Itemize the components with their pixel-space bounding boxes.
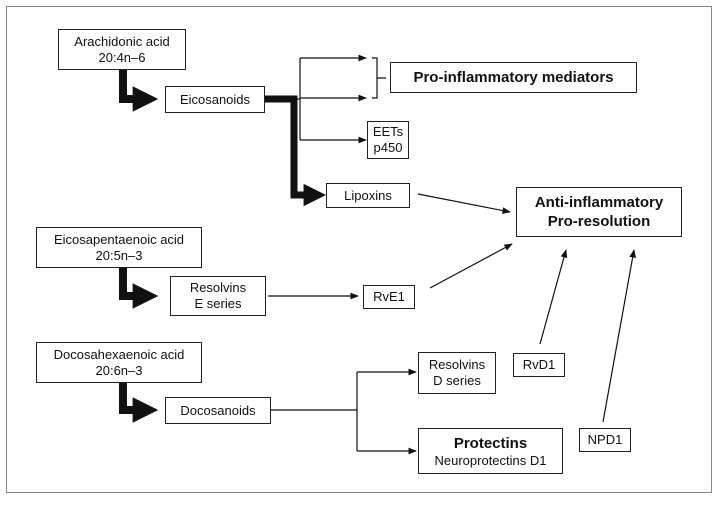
- arachidonic-acid-box: Arachidonic acid 20:4n–6: [58, 29, 186, 70]
- docosahexaenoic-acid-name: Docosahexaenoic acid: [53, 346, 185, 362]
- docosanoids-label: Docosanoids: [180, 402, 256, 418]
- protectins-label: Protectins: [453, 434, 528, 452]
- pro-inflammatory-box: Pro-inflammatory mediators: [390, 62, 637, 93]
- protectins-box: Protectins Neuroprotectins D1: [418, 428, 563, 474]
- resolvins-e-box: Resolvins E series: [170, 276, 266, 316]
- rvd1-box: RvD1: [513, 353, 565, 377]
- arrow-docosahexaenoic-to-docosanoids: [119, 383, 159, 423]
- eicosanoids-label: Eicosanoids: [179, 91, 251, 107]
- rve1-label: RvE1: [373, 289, 405, 304]
- eicosapentaenoic-acid-name: Eicosapentaenoic acid: [53, 231, 185, 247]
- eicosapentaenoic-acid-box: Eicosapentaenoic acid 20:5n–3: [36, 227, 202, 268]
- arrow-rve1-to-anti: [429, 243, 513, 289]
- diagram-frame: [6, 6, 712, 493]
- eicosapentaenoic-acid-formula: 20:5n–3: [95, 247, 143, 263]
- docosanoids-box: Docosanoids: [165, 397, 271, 424]
- npd1-box: NPD1: [579, 428, 631, 452]
- arrow-npd1-to-anti: [602, 249, 636, 423]
- npd1-label: NPD1: [587, 432, 623, 447]
- eicosanoids-box: Eicosanoids: [165, 86, 265, 113]
- lipoxins-box: Lipoxins: [326, 183, 410, 208]
- arachidonic-acid-formula: 20:4n–6: [98, 49, 146, 65]
- resolvins-e-series: E series: [194, 296, 242, 311]
- resolvins-d-series: D series: [433, 373, 481, 388]
- arrow-arachidonic-to-eicosanoids: [119, 70, 159, 112]
- resolvins-d-label: Resolvins: [428, 357, 486, 372]
- anti-inflammatory-box: Anti-inflammatory Pro-resolution: [516, 187, 682, 237]
- eets-box: EETs p450: [367, 121, 409, 159]
- anti-inflammatory-label: Anti-inflammatory: [534, 194, 664, 211]
- pro-resolution-label: Pro-resolution: [547, 213, 651, 230]
- arrow-rvd1-to-anti: [539, 249, 568, 345]
- arrow-eicosanoids-to-lipoxins: [265, 95, 326, 207]
- eets-label: EETs: [372, 124, 404, 139]
- p450-label: p450: [373, 140, 403, 155]
- arrow-eicosapentaenoic-to-resolvins-e: [119, 268, 159, 309]
- bracket: [372, 57, 386, 99]
- rve1-box: RvE1: [363, 285, 415, 309]
- arrow-lipoxins-to-anti: [417, 193, 511, 214]
- neuroprotectins-label: Neuroprotectins D1: [434, 452, 547, 468]
- resolvins-d-box: Resolvins D series: [418, 352, 496, 394]
- resolvins-e-label: Resolvins: [189, 280, 247, 295]
- docosahexaenoic-acid-box: Docosahexaenoic acid 20:6n–3: [36, 342, 202, 383]
- pro-inflammatory-label: Pro-inflammatory mediators: [413, 69, 614, 86]
- docosahexaenoic-acid-formula: 20:6n–3: [95, 362, 143, 378]
- rvd1-label: RvD1: [522, 357, 556, 372]
- arachidonic-acid-name: Arachidonic acid: [74, 33, 170, 49]
- lipoxins-label: Lipoxins: [344, 187, 392, 203]
